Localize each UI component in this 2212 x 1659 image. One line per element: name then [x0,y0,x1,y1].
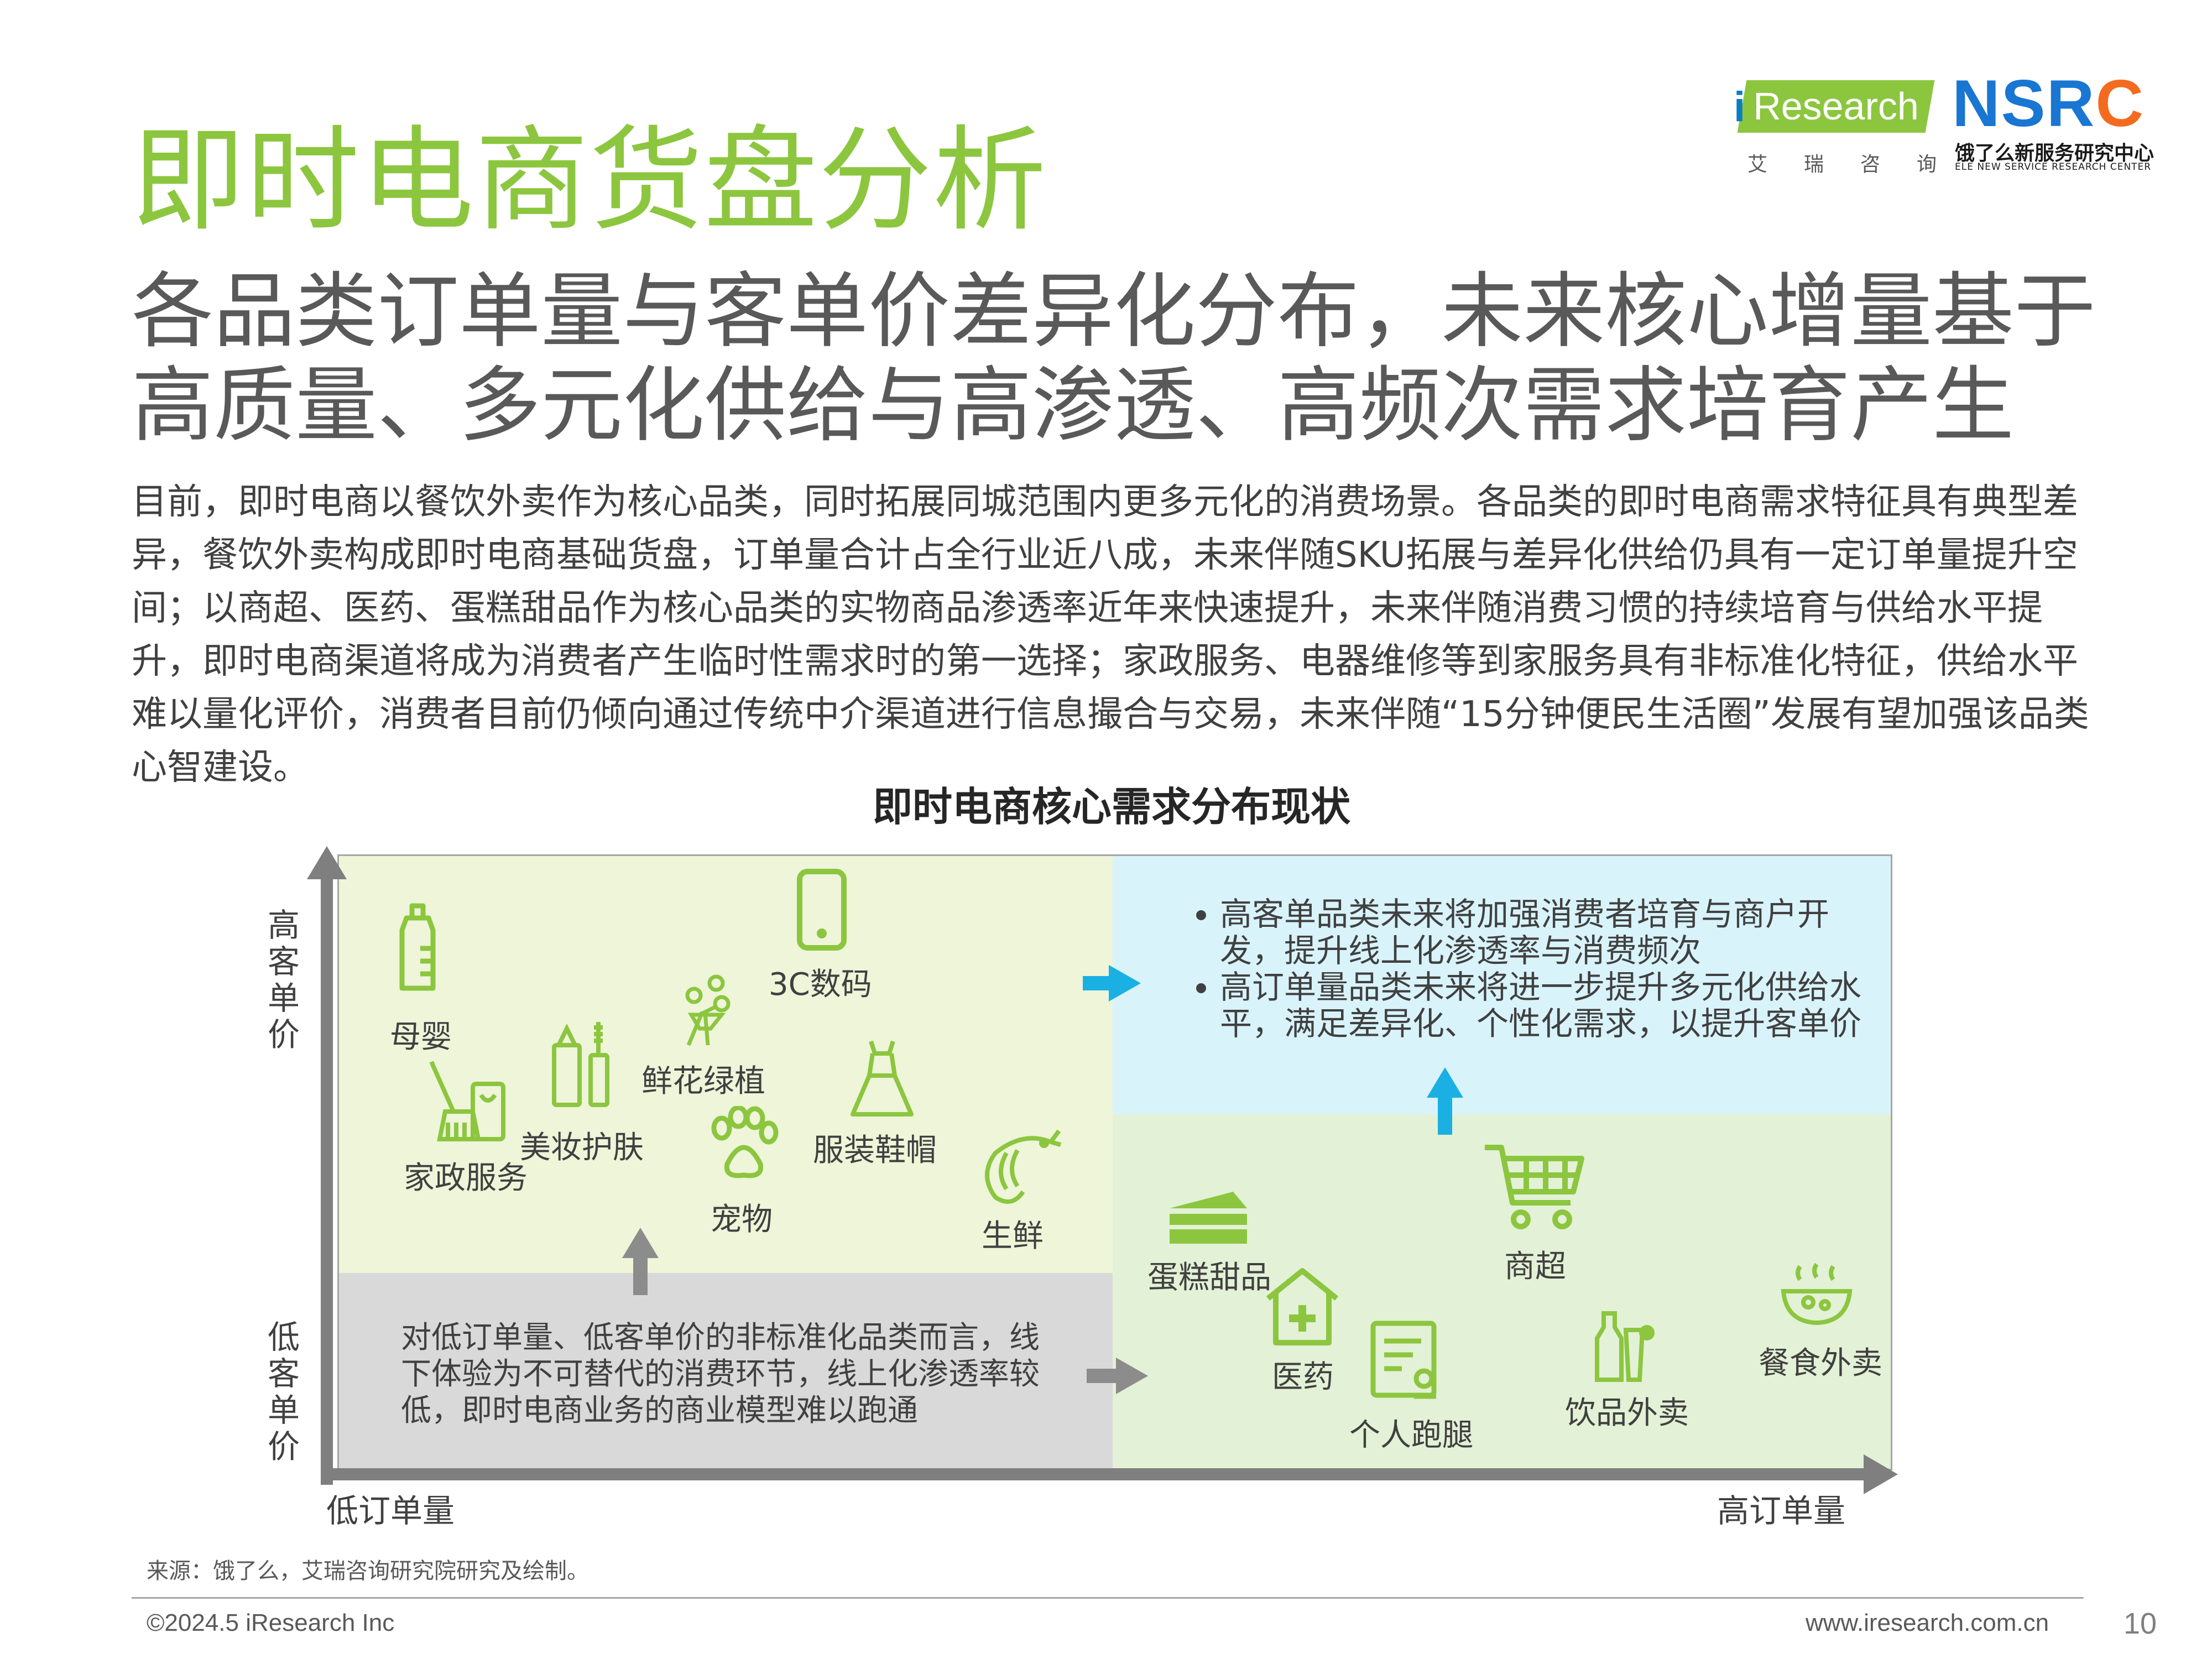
quadrant-low-price-high-volume [1113,1114,1891,1469]
paw-icon [711,1106,779,1178]
category-label-flowers: 鲜花绿植 [641,1063,765,1099]
x-axis-high-label: 高订单量 [1717,1492,1846,1530]
nsrc-logo-english: ELE NEW SERVICE RESEARCH CENTER [1955,161,2152,173]
shrimp-icon [985,1129,1062,1204]
y-axis-low-label: 低客单价 [267,1318,300,1465]
category-label-pets: 宠物 [711,1202,773,1238]
category-label-cosmetics: 美妆护肤 [520,1130,644,1166]
cyan-arrow-right-shaft [1083,976,1110,990]
category-label-errand: 个人跑腿 [1349,1417,1473,1453]
body-paragraph: 目前，即时电商以餐饮外卖作为核心品类，同时拓展同城范围内更多元化的消费场景。各品… [132,482,2089,788]
y-axis [321,871,333,1485]
category-label-housekeeping: 家政服务 [404,1160,528,1196]
x-axis [321,1468,1869,1480]
gray-arrow-right-icon [1116,1358,1148,1394]
note-bullet: 高订单量品类未来将进一步提升多元化供给水平，满足差异化、个性化需求，以提升客单价 [1220,969,1886,1042]
category-label-fresh: 生鲜 [982,1218,1044,1254]
category-label-drinks: 饮品外卖 [1565,1395,1689,1431]
cake-slice-icon [1170,1192,1247,1244]
shopping-cart-icon [1485,1145,1584,1229]
page-title: 即时电商货盘分析 [132,115,1047,247]
cyan-arrow-up-shaft [1438,1095,1452,1135]
iresearch-logo-subtitle: 艾瑞咨询 [1747,153,1974,176]
y-axis-high-label: 高客单价 [267,906,300,1053]
quadrant-low-price-low-volume [338,1273,1113,1469]
lipstick-mascara-icon [552,1022,609,1107]
food-bowl-icon [1781,1262,1853,1326]
source-note: 来源：饿了么，艾瑞咨询研究院研究及绘制。 [147,1558,589,1584]
category-label-clothing: 服装鞋帽 [813,1133,937,1168]
iresearch-logo-i: i [1734,84,1746,131]
note-top-right: 高客单品类未来将加强消费者培育与商户开发，提升线上化渗透率与消费频次 高订单量品… [1172,896,1886,1042]
page-number: 10 [2124,1607,2157,1640]
website-link[interactable]: www.iresearch.com.cn [1806,1609,2049,1636]
quadrant-high-price-low-volume [338,855,1113,1273]
category-label-cake: 蛋糕甜品 [1147,1260,1271,1296]
x-axis-low-label: 低订单量 [326,1492,455,1530]
dress-icon [851,1040,914,1117]
clipboard-icon [1370,1321,1437,1399]
quadrant-high-price-high-volume [1113,855,1891,1114]
y-axis-arrow [307,846,347,879]
note-bottom-left: 对低订单量、低客单价的非标准化品类而言，线下体验为不可替代的消费环节，线上化渗透… [401,1319,1040,1428]
page-subtitle: 各品类订单量与客单价差异化分布，未来核心增量基于高质量、多元化供给与高渗透、高频… [132,264,2096,453]
gray-arrow-up-shaft [633,1255,648,1295]
copyright: ©2024.5 iResearch Inc [147,1609,395,1636]
category-label-food: 餐食外卖 [1759,1345,1882,1381]
hospital-icon [1266,1268,1339,1345]
gray-arrow-up-icon [622,1228,659,1258]
cyan-arrow-right-icon [1109,965,1141,1001]
category-label-digital: 3C数码 [769,967,872,1003]
note-bullet: 高客单品类未来将加强消费者培育与商户开发，提升线上化渗透率与消费频次 [1220,896,1886,969]
flower-bouquet-icon [685,974,731,1046]
drink-bottles-icon [1595,1311,1655,1382]
iresearch-logo-text: Research [1753,85,1919,128]
cyan-arrow-up-icon [1427,1067,1463,1098]
footer-divider [132,1597,2084,1599]
baby-bottle-icon [399,903,436,991]
category-label-muying: 母婴 [390,1019,452,1055]
category-label-medicine: 医药 [1272,1359,1334,1395]
smartphone-icon [797,869,847,951]
nsrc-logo-subtitle: 饿了么新服务研究中心 [1955,142,2154,165]
category-label-supermarket: 商超 [1504,1249,1566,1285]
gray-arrow-right-shaft [1087,1369,1117,1383]
chart-title: 即时电商核心需求分布现状 [872,784,1350,830]
x-axis-arrow [1864,1454,1898,1494]
nsrc-logo: NSRC [1952,66,2145,140]
broom-bucket-icon [429,1061,505,1141]
